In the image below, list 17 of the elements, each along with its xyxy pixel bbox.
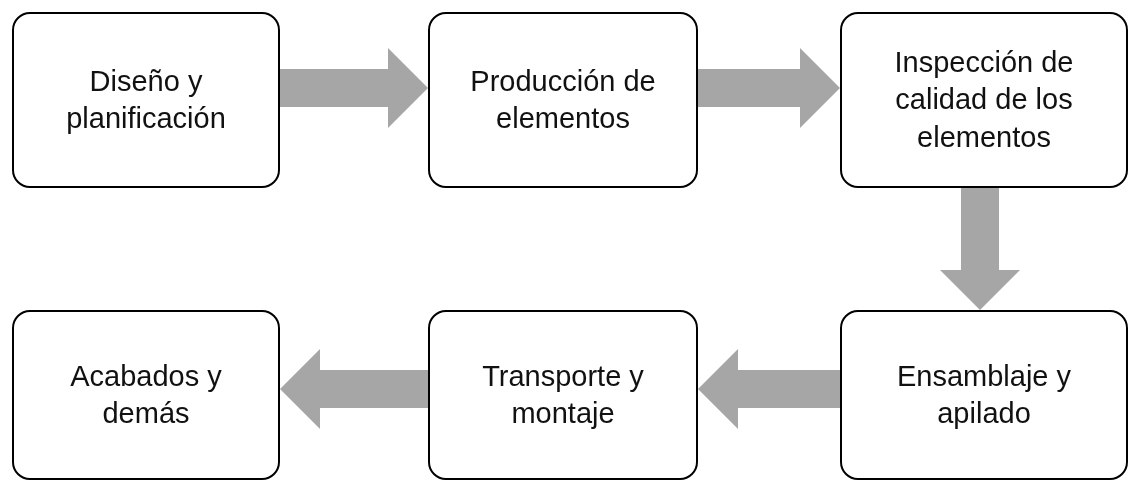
process-box [840,12,1128,188]
step-label: Producción de elementos [469,63,657,136]
block-arrow [698,349,840,429]
step-label: Diseño y planificación [65,63,227,136]
process-box [428,310,698,480]
process-box [428,12,698,188]
step-label: Inspección de calidad de los elementos [893,45,1075,155]
process-box [12,12,280,188]
block-arrow [280,48,428,128]
step-label: Ensamblaje y apilado [895,358,1073,431]
step-label: Acabados y demás [69,358,223,431]
step-label: Transporte y montaje [481,358,645,431]
block-arrow [940,188,1020,310]
block-arrow [698,48,840,128]
block-arrow [280,349,428,429]
process-box [840,310,1128,480]
process-box [12,310,280,480]
